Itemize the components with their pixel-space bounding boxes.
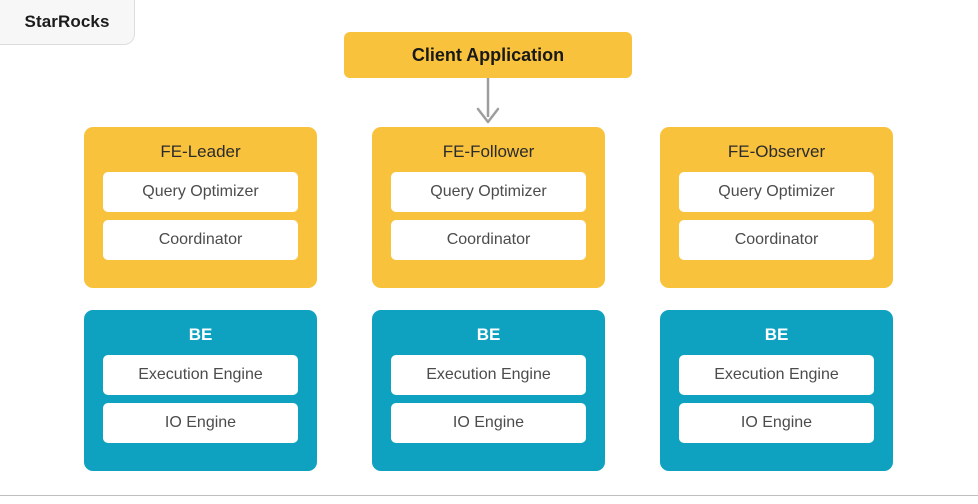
node-be-3: BE Execution Engine IO Engine xyxy=(660,310,893,471)
component-label: Coordinator xyxy=(446,231,531,248)
component-label: IO Engine xyxy=(164,414,237,431)
component-execution-engine: Execution Engine xyxy=(679,355,874,395)
node-fe-leader: FE-Leader Query Optimizer Coordinator xyxy=(84,127,317,288)
node-be-1-title: BE xyxy=(188,325,213,344)
component-query-optimizer: Query Optimizer xyxy=(679,172,874,212)
component-coordinator: Coordinator xyxy=(103,220,298,260)
component-label: Query Optimizer xyxy=(142,183,259,200)
component-label: IO Engine xyxy=(740,414,813,431)
footer-divider xyxy=(0,495,978,496)
doc-tab-label: StarRocks xyxy=(24,12,110,31)
component-label: Execution Engine xyxy=(138,366,263,383)
component-query-optimizer: Query Optimizer xyxy=(103,172,298,212)
component-label: IO Engine xyxy=(452,414,525,431)
component-coordinator: Coordinator xyxy=(391,220,586,260)
component-query-optimizer: Query Optimizer xyxy=(391,172,586,212)
node-fe-leader-title: FE-Leader xyxy=(160,142,241,161)
component-execution-engine: Execution Engine xyxy=(391,355,586,395)
component-label: Query Optimizer xyxy=(718,183,835,200)
component-execution-engine: Execution Engine xyxy=(103,355,298,395)
node-client-application: Client Application xyxy=(344,32,632,78)
component-coordinator: Coordinator xyxy=(679,220,874,260)
node-be-2-title: BE xyxy=(476,325,501,344)
doc-tab-starrocks[interactable]: StarRocks xyxy=(0,0,135,45)
component-label: Coordinator xyxy=(734,231,819,248)
node-be-1: BE Execution Engine IO Engine xyxy=(84,310,317,471)
node-fe-follower-title: FE-Follower xyxy=(442,142,535,161)
client-application-label: Client Application xyxy=(411,44,565,65)
node-fe-observer: FE-Observer Query Optimizer Coordinator xyxy=(660,127,893,288)
component-label: Execution Engine xyxy=(426,366,551,383)
component-io-engine: IO Engine xyxy=(679,403,874,443)
arrow-down-icon xyxy=(466,78,510,124)
node-be-2: BE Execution Engine IO Engine xyxy=(372,310,605,471)
component-io-engine: IO Engine xyxy=(391,403,586,443)
component-label: Coordinator xyxy=(158,231,243,248)
component-label: Query Optimizer xyxy=(430,183,547,200)
component-label: Execution Engine xyxy=(714,366,839,383)
component-io-engine: IO Engine xyxy=(103,403,298,443)
node-fe-observer-title: FE-Observer xyxy=(727,142,826,161)
node-be-3-title: BE xyxy=(764,325,789,344)
node-fe-follower: FE-Follower Query Optimizer Coordinator xyxy=(372,127,605,288)
